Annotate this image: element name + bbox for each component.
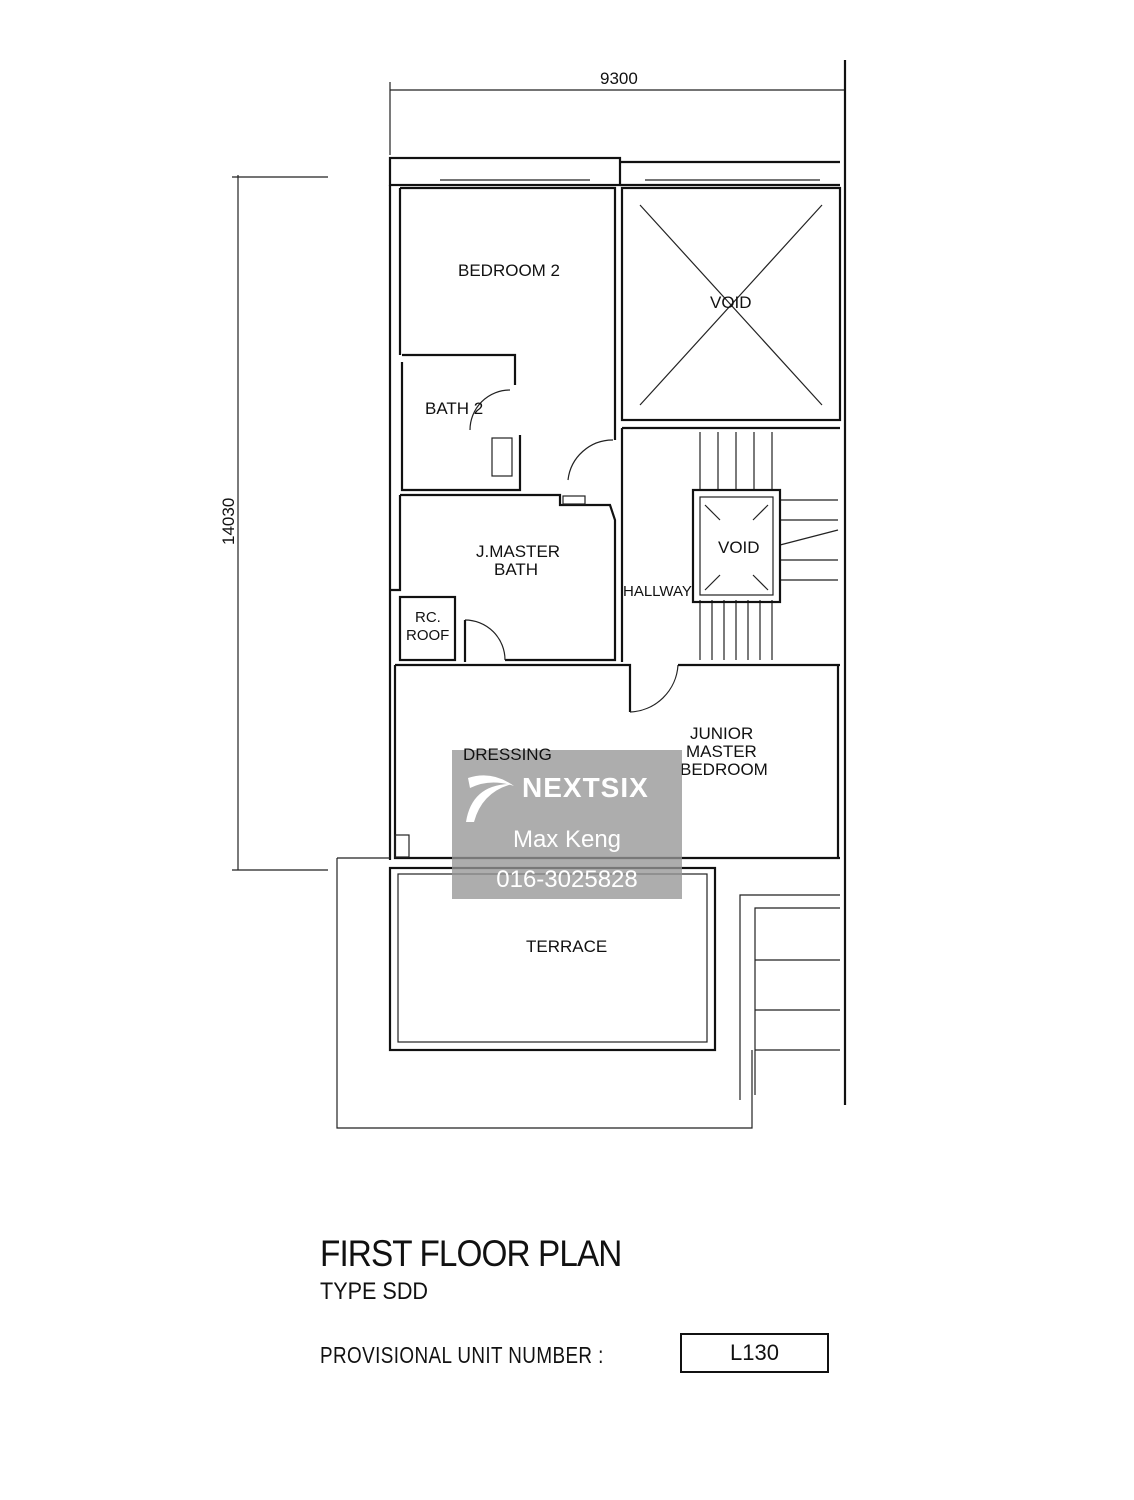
room-label-rc-roof-2: ROOF — [406, 627, 449, 644]
room-label-bedroom-2: BEDROOM 2 — [458, 261, 560, 280]
unit-number-box: L130 — [680, 1333, 829, 1373]
room-label-terrace: TERRACE — [526, 937, 607, 956]
walls — [336, 156, 842, 1129]
room-label-bath-2: BATH 2 — [425, 399, 483, 418]
room-label-dressing: DRESSING — [463, 745, 552, 764]
room-label-void-stair: VOID — [718, 538, 760, 557]
watermark-phone: 016-3025828 — [496, 866, 638, 893]
unit-number-label: PROVISIONAL UNIT NUMBER : — [320, 1342, 604, 1368]
room-label-hallway: HALLWAY — [623, 583, 692, 600]
room-label-bedroom: BEDROOM — [680, 760, 768, 779]
room-label-void-top: VOID — [710, 293, 752, 312]
watermark-brand: NEXTSIX — [522, 772, 649, 803]
width-dimension: 9300 — [389, 69, 845, 155]
watermark: NEXTSIX Max Keng 016-3025828 — [452, 750, 682, 899]
room-label-master: MASTER — [686, 742, 757, 761]
width-label: 9300 — [600, 69, 638, 88]
plan-title: FIRST FLOOR PLAN — [320, 1233, 622, 1274]
staircase — [691, 432, 839, 660]
watermark-agent-name: Max Keng — [512, 826, 622, 853]
nextsix-logo-icon — [466, 775, 514, 822]
depth-label: 14030 — [219, 498, 238, 545]
room-label-jmaster-bath: J.MASTER — [476, 542, 560, 561]
plan-subtitle: TYPE SDD — [320, 1278, 429, 1305]
room-label-rc-roof: RC. — [415, 609, 441, 626]
room-label-junior: JUNIOR — [690, 724, 753, 743]
depth-dimension: 14030 — [219, 175, 328, 871]
room-label-jmaster-bath-2: BATH — [494, 560, 538, 579]
